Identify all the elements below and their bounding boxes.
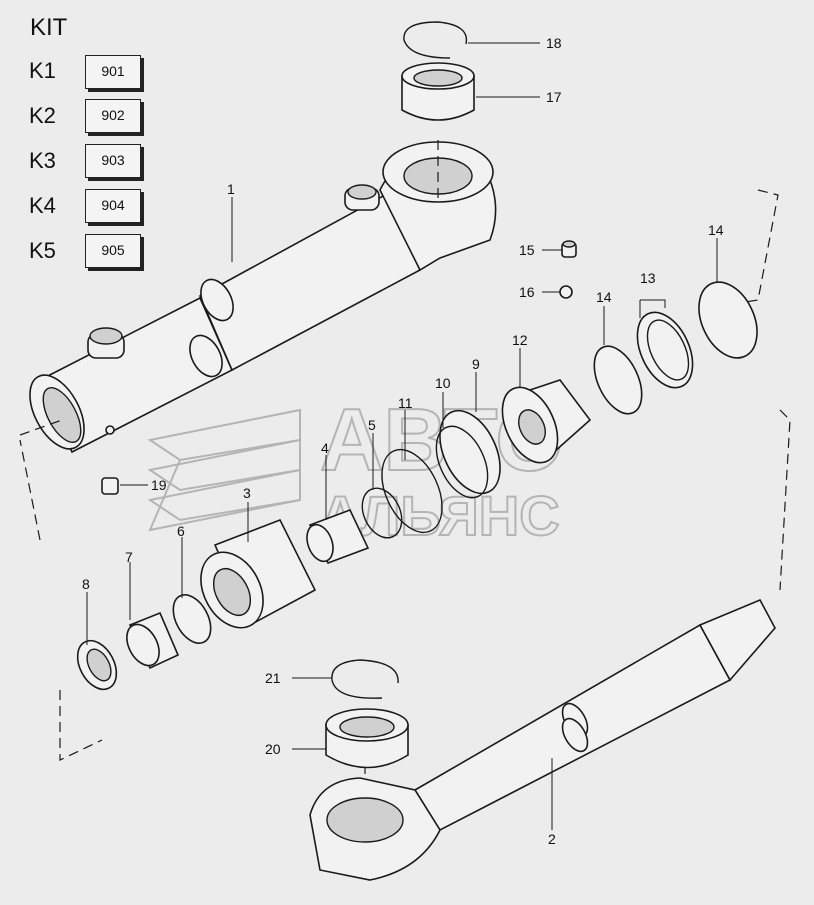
callout-7: 7	[125, 549, 133, 565]
callout-1: 1	[227, 181, 235, 197]
kit-label-k5: K5	[29, 238, 56, 263]
gland	[200, 518, 317, 629]
callout-18: 18	[546, 35, 562, 51]
grease-nipple-19	[101, 425, 119, 495]
callout-19: 19	[151, 477, 167, 493]
kit-code-905: 905	[85, 234, 141, 268]
bearing-20	[325, 708, 409, 769]
callout-5: 5	[368, 417, 376, 433]
callout-17: 17	[546, 89, 562, 105]
ring-10	[435, 425, 489, 499]
seal-13	[636, 311, 694, 389]
kit-code-904: 904	[85, 189, 141, 223]
callout-11: 11	[398, 395, 413, 411]
cylinder-barrel	[29, 141, 497, 454]
kit-label-k4: K4	[29, 193, 56, 218]
callout-4: 4	[321, 440, 329, 456]
kit-code-901: 901	[85, 55, 141, 89]
callout-16: 16	[519, 284, 535, 300]
kit-label-k2: K2	[29, 103, 56, 128]
callout-9: 9	[472, 356, 480, 372]
ball-16	[559, 285, 573, 299]
ring-14a	[593, 345, 643, 415]
callout-14b: 14	[708, 222, 724, 238]
callout-13: 13	[640, 270, 656, 286]
callout-8: 8	[82, 576, 90, 592]
bearing-17	[401, 62, 475, 121]
seal-8	[76, 639, 118, 691]
callout-15: 15	[519, 242, 535, 258]
kit-label-k3: K3	[29, 148, 56, 173]
leader-lines	[86, 42, 718, 830]
ring-5	[361, 487, 403, 539]
callout-6: 6	[177, 523, 185, 539]
kit-label-k1: K1	[29, 58, 56, 83]
callout-10: 10	[435, 375, 451, 391]
ring-9	[439, 409, 501, 495]
bushing-7	[126, 611, 180, 670]
callout-14a: 14	[596, 289, 612, 305]
circlip-18	[403, 21, 468, 59]
kit-code-902: 902	[85, 99, 141, 133]
kit-title: KIT	[30, 14, 68, 41]
callout-20: 20	[265, 741, 281, 757]
callout-12: 12	[512, 332, 528, 348]
callout-2: 2	[548, 831, 556, 847]
piston	[501, 379, 592, 464]
ring-6	[172, 594, 212, 644]
seal-4	[306, 508, 370, 565]
piston-rod	[309, 598, 776, 881]
ring-14b	[698, 281, 758, 359]
callout-3: 3	[243, 485, 251, 501]
kit-code-903: 903	[85, 144, 141, 178]
callout-21: 21	[265, 670, 281, 686]
circlip-21	[331, 659, 399, 699]
screw-15	[561, 240, 577, 258]
ring-11	[381, 448, 443, 534]
